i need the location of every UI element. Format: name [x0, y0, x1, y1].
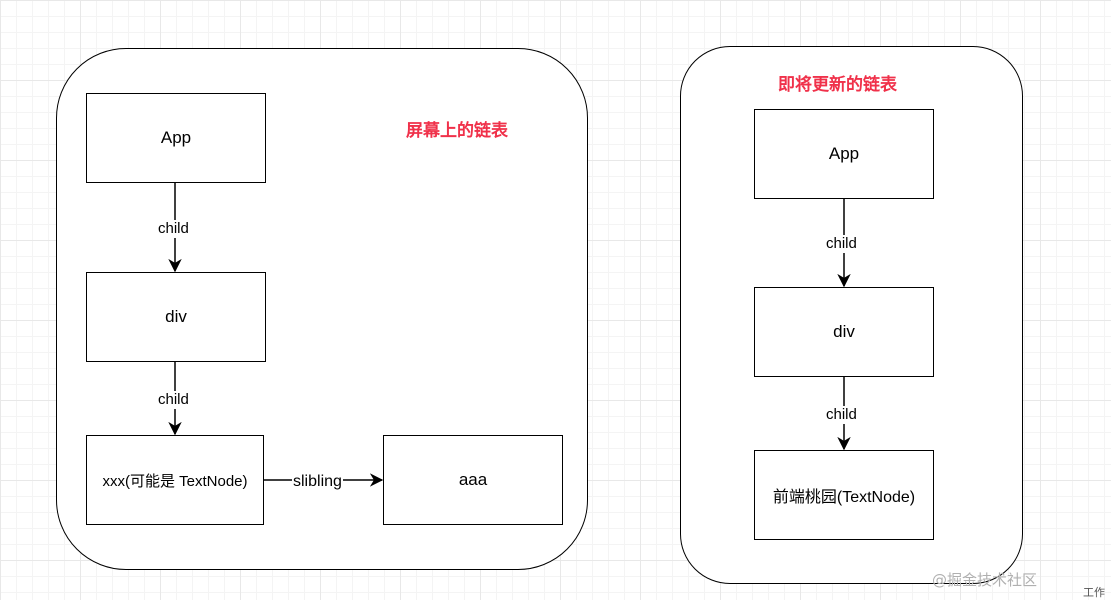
edge-label-child-3: child [825, 235, 858, 253]
edge-label-child-4: child [825, 406, 858, 424]
next-list-title: 即将更新的链表 [778, 75, 897, 95]
corner-text: 工作 [1083, 587, 1105, 599]
current-list-title: 屏幕上的链表 [406, 121, 508, 141]
node-sibling-aaa: aaa [383, 435, 563, 525]
node-app-current: App [86, 93, 266, 183]
node-app-next: App [754, 109, 934, 199]
node-text-next: 前端桃园(TextNode) [754, 450, 934, 540]
edge-label-child-2: child [157, 391, 190, 409]
edge-label-child-1: child [157, 220, 190, 238]
edge-label-sibling: slibling [292, 473, 343, 491]
node-div-current: div [86, 272, 266, 362]
node-text-current: xxx(可能是 TextNode) [86, 435, 264, 525]
watermark: @掘金技术社区 [932, 571, 1038, 589]
node-div-next: div [754, 287, 934, 377]
